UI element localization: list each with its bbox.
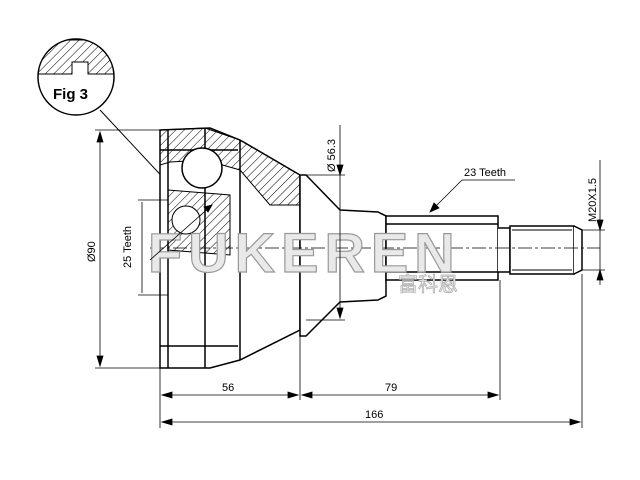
dim-shaft-teeth xyxy=(429,179,515,213)
dim-outer-diameter-label: Ø90 xyxy=(86,241,98,262)
housing-section xyxy=(159,127,301,256)
dim-inner-teeth-label: 25 Teeth xyxy=(122,226,134,268)
dim-total-length-label: 166 xyxy=(365,409,383,421)
dim-seal-diameter-label: Ø 56.3 xyxy=(326,139,338,172)
ball-bearing xyxy=(181,147,223,189)
inner-race xyxy=(171,205,201,235)
dim-body-length-label: 56 xyxy=(222,382,234,394)
dim-shaft-teeth-label: 23 Teeth xyxy=(464,167,506,179)
dim-lengths xyxy=(159,274,583,428)
fig-leader-line xyxy=(99,109,171,186)
dim-thread-label: M20X1.5 xyxy=(587,178,599,222)
dim-seal-diameter xyxy=(306,125,345,321)
fig-label: Fig 3 xyxy=(53,86,88,103)
dim-inner-teeth xyxy=(138,199,213,296)
dim-thread xyxy=(582,160,605,285)
watermark: FUKEREN 富科恩 xyxy=(147,220,461,296)
watermark-brand: FUKEREN xyxy=(148,221,461,284)
dim-shaft-length-label: 79 xyxy=(385,382,397,394)
dim-outer-diameter xyxy=(95,129,160,369)
fig-detail-callout: Fig 3 xyxy=(37,38,171,186)
watermark-chinese: 富科恩 xyxy=(398,272,458,296)
